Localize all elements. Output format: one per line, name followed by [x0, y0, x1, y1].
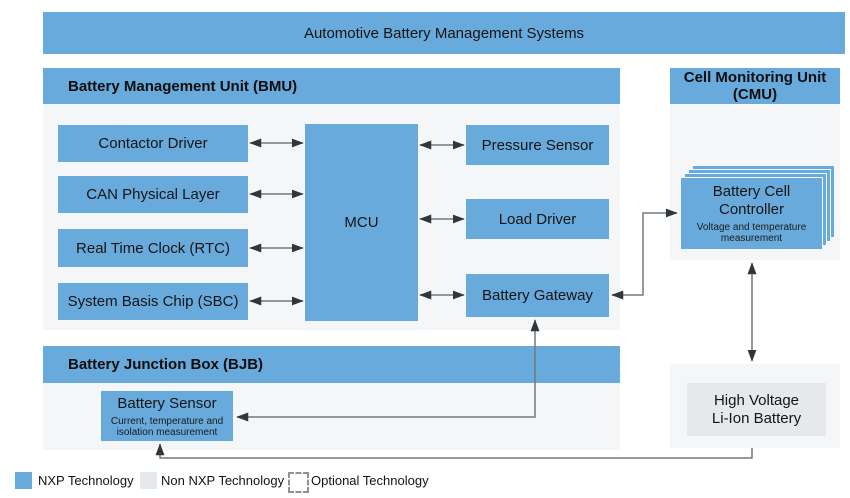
- cmu-header: Cell Monitoring Unit (CMU): [670, 68, 840, 104]
- arrow-gateway-cell-controller: [611, 208, 678, 300]
- legend-label-non-nxp: Non NXP Technology: [161, 473, 285, 488]
- legend-swatch-non-nxp: [140, 472, 157, 489]
- block-can-physical-layer: CAN Physical Layer: [58, 176, 248, 213]
- block-label: CAN Physical Layer: [86, 186, 220, 203]
- banner-title: Automotive Battery Management Systems: [303, 24, 585, 42]
- block-system-basis-chip: System Basis Chip (SBC): [58, 283, 248, 320]
- bjb-title: Battery Junction Box (BJB): [68, 356, 264, 373]
- block-battery-sensor: Battery Sensor Current, temperature and …: [101, 391, 233, 441]
- top-banner: Automotive Battery Management Systems: [43, 12, 845, 54]
- hv-battery-line2: Li-Ion Battery: [711, 409, 802, 427]
- battery-sensor-title: Battery Sensor: [117, 394, 217, 412]
- block-label: Load Driver: [498, 210, 577, 228]
- block-label: Real Time Clock (RTC): [76, 239, 230, 257]
- block-label: Battery Gateway: [482, 287, 593, 304]
- block-battery-gateway: Battery Gateway: [466, 274, 609, 317]
- bjb-header: Battery Junction Box (BJB): [43, 346, 620, 383]
- block-pressure-sensor: Pressure Sensor: [466, 125, 609, 165]
- legend-swatch-optional: [288, 472, 309, 493]
- block-label: System Basis Chip (SBC): [67, 293, 239, 310]
- battery-sensor-subtitle: Current, temperature and isolation measu…: [110, 415, 224, 438]
- block-label: Pressure Sensor: [481, 136, 594, 154]
- block-load-driver: Load Driver: [466, 199, 609, 239]
- legend-swatch-nxp: [15, 472, 32, 489]
- bmu-header: Battery Management Unit (BMU): [43, 68, 620, 104]
- block-real-time-clock: Real Time Clock (RTC): [58, 229, 248, 267]
- block-label: MCU: [344, 214, 379, 231]
- cmu-title: Cell Monitoring Unit (CMU): [683, 69, 827, 103]
- block-high-voltage-battery: High Voltage Li-Ion Battery: [687, 383, 826, 436]
- bmu-title: Battery Management Unit (BMU): [68, 77, 298, 95]
- block-mcu: MCU: [305, 124, 418, 321]
- block-contactor-driver: Contactor Driver: [58, 125, 248, 162]
- block-battery-cell-controller: Battery Cell Controller Voltage and temp…: [680, 177, 823, 250]
- bcc-title: Battery Cell Controller: [712, 183, 791, 218]
- bcc-subtitle: Voltage and temperature measurement: [696, 222, 807, 244]
- legend-label-nxp: NXP Technology: [38, 473, 134, 488]
- hv-battery-line1: High Voltage: [713, 391, 800, 409]
- block-label: Contactor Driver: [98, 135, 208, 152]
- legend-label-optional: Optional Technology: [311, 473, 429, 488]
